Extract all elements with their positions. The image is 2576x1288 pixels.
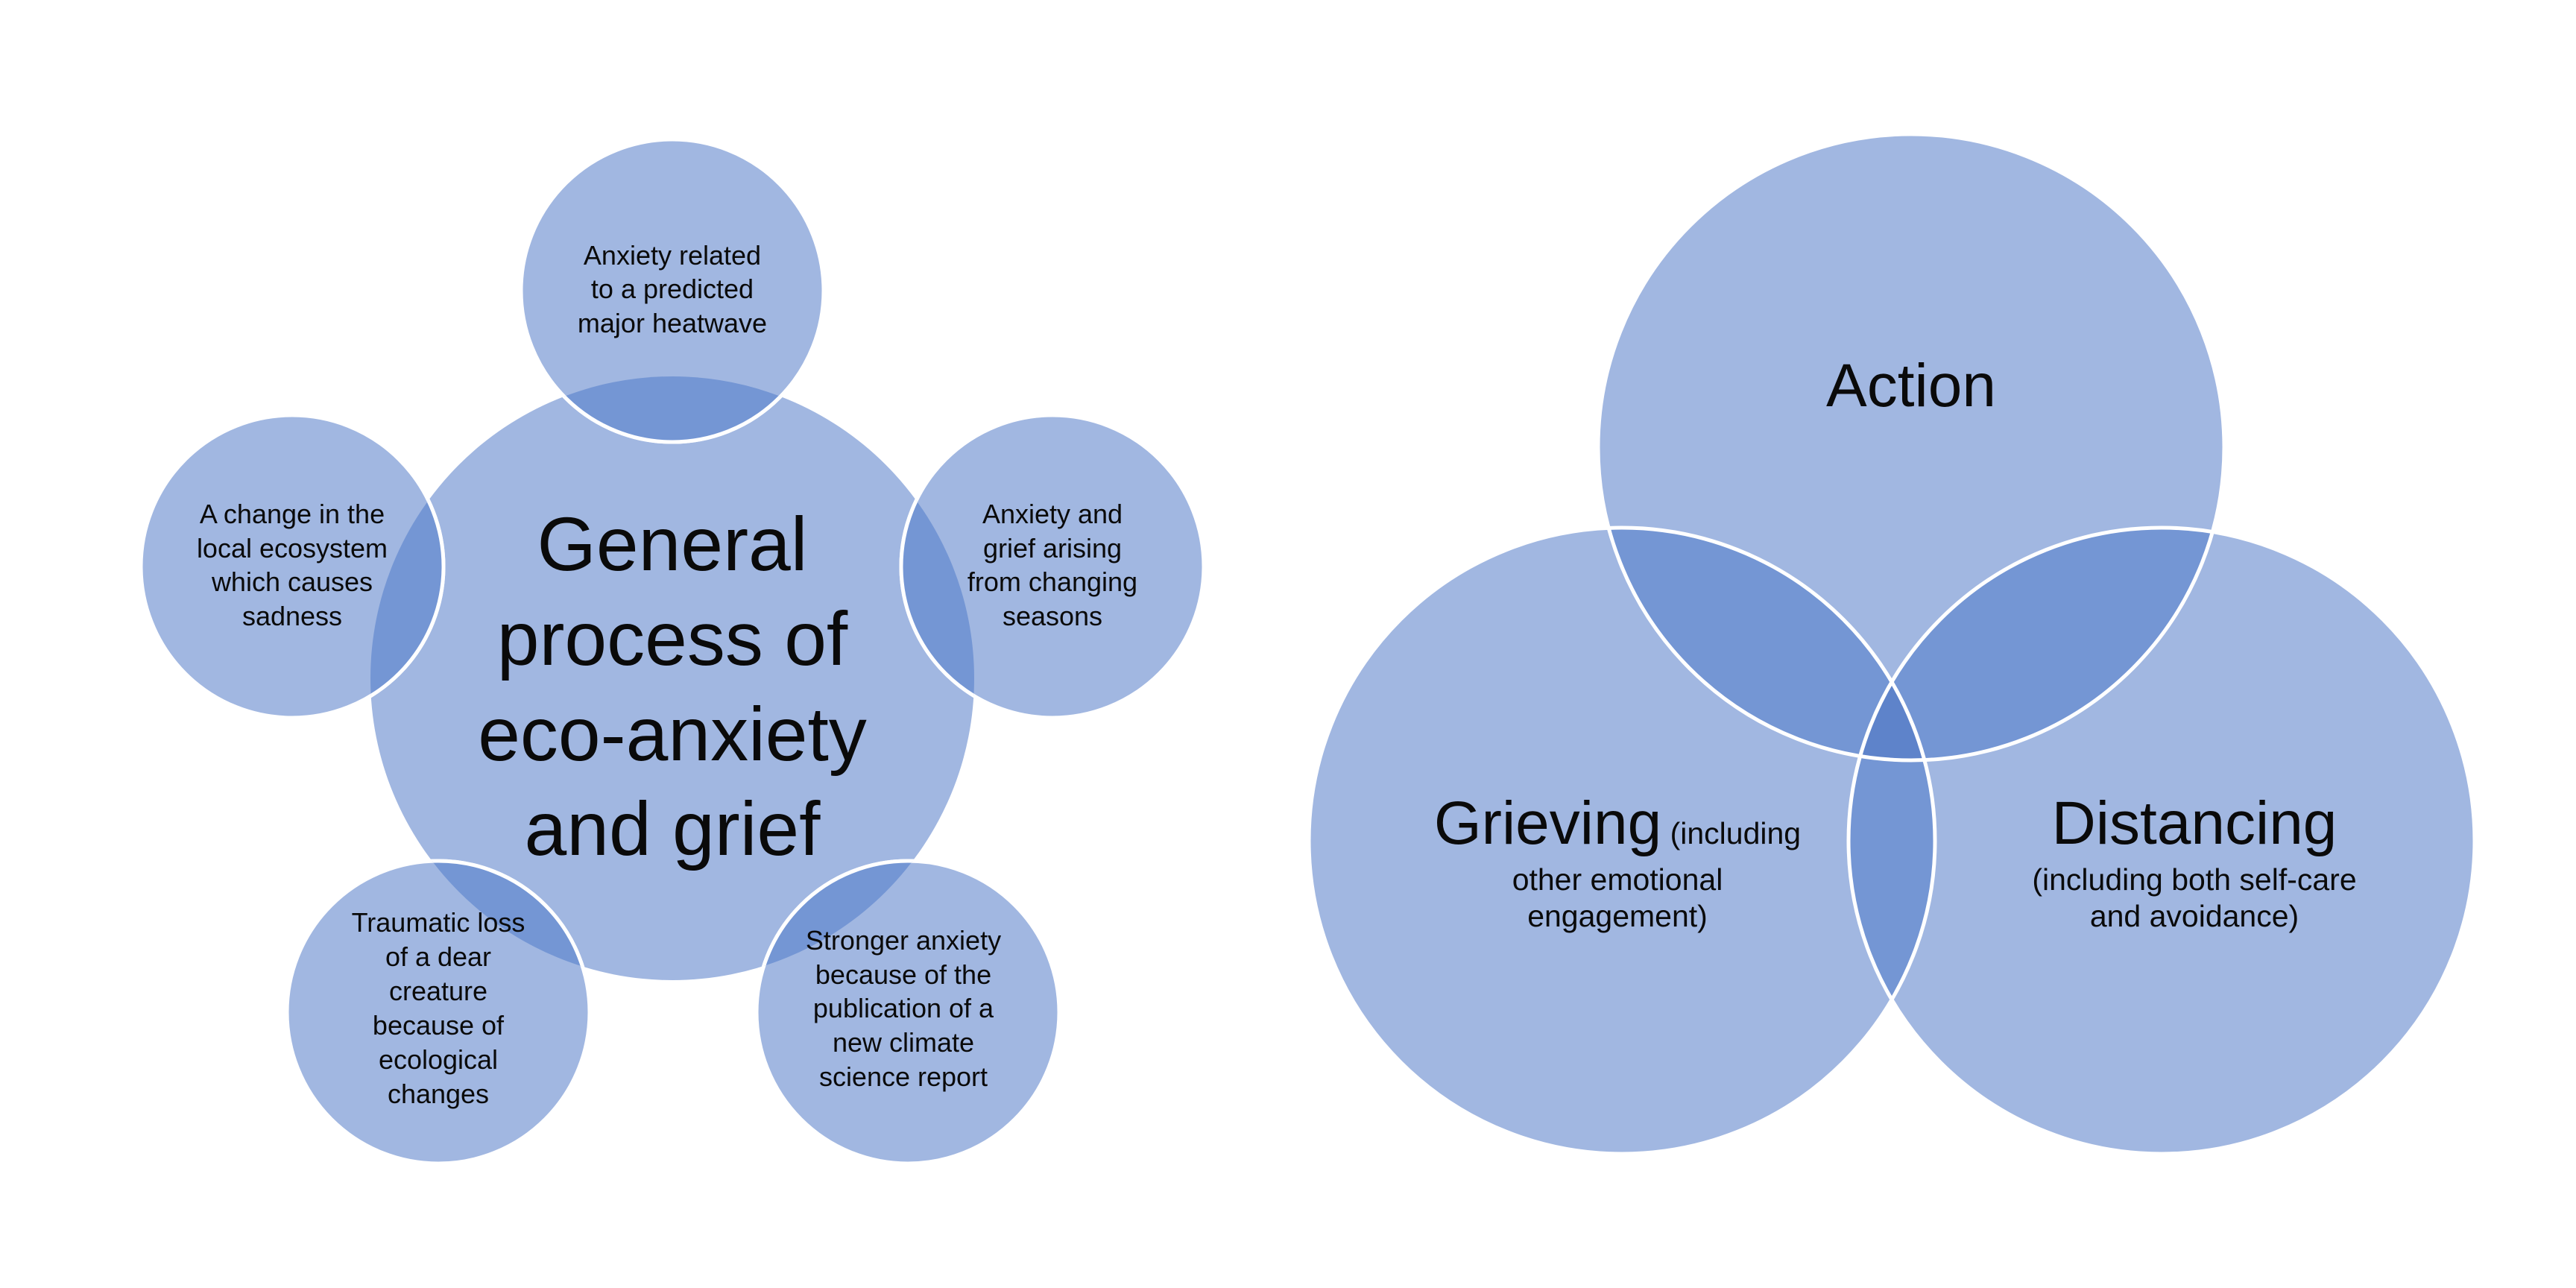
satellite-bottom-right-line-1: Stronger anxiety	[806, 925, 1001, 956]
venn-label-grieving: Grieving (including other emotional enga…	[1434, 789, 1801, 933]
grieving-title-line: Grieving (including	[1434, 789, 1801, 857]
satellite-right-line-4: seasons	[1003, 601, 1102, 631]
center-line-3: eco-anxiety	[478, 692, 867, 777]
cycle-diagram: General process of eco-anxiety and grief…	[139, 137, 1206, 1166]
satellite-label-bottom-left: Traumatic loss of a dear creature becaus…	[352, 907, 525, 1109]
center-label: General process of eco-anxiety and grief	[478, 502, 867, 871]
distancing-title: Distancing	[2052, 789, 2337, 857]
satellite-left-line-3: which causes	[211, 566, 373, 597]
overlap-top	[519, 376, 826, 444]
grieving-sub-line-2: engagement)	[1527, 899, 1708, 933]
satellite-top-line-1: Anxiety related	[584, 240, 761, 271]
satellite-right-line-3: from changing	[967, 566, 1137, 597]
venn-label-action: Action	[1826, 352, 1996, 420]
satellite-label-bottom-right: Stronger anxiety because of the publicat…	[806, 925, 1001, 1092]
grieving-sub-line-1: other emotional	[1512, 862, 1723, 897]
center-line-1: General	[537, 502, 808, 587]
satellite-bottom-right-line-4: new climate	[833, 1027, 974, 1058]
satellite-bottom-left-line-5: ecological	[379, 1044, 498, 1075]
venn-label-distancing: Distancing (including both self-care and…	[2032, 789, 2356, 933]
center-circle	[370, 376, 974, 980]
venn-diagram: Action Grieving (including other emotion…	[1307, 132, 2477, 1156]
satellite-bottom-right-line-3: publication of a	[813, 993, 994, 1023]
satellite-top-line-3: major heatwave	[578, 308, 767, 338]
distancing-sub-line-2: and avoidance)	[2090, 899, 2299, 933]
grieving-title-suffix: (including	[1661, 816, 1801, 850]
grieving-title: Grieving	[1434, 789, 1661, 857]
overlap-action-grieving	[1598, 528, 1935, 760]
venn-outline-action	[1596, 132, 2226, 763]
satellite-label-top: Anxiety related to a predicted major hea…	[578, 240, 767, 338]
satellite-right-line-2: grief arising	[983, 533, 1122, 564]
satellite-bottom-left-line-4: because of	[373, 1010, 505, 1041]
satellite-left-line-4: sadness	[242, 601, 342, 631]
overlap-left	[370, 413, 446, 720]
satellite-bottom-left-line-1: Traumatic loss	[352, 907, 525, 938]
center-line-4: and grief	[525, 786, 821, 871]
satellite-right-line-1: Anxiety and	[982, 499, 1123, 529]
satellite-left-line-1: A change in the	[200, 499, 385, 529]
overlap-right	[899, 413, 974, 720]
satellite-bottom-left-line-2: of a dear	[385, 941, 491, 972]
satellite-bottom-right-line-5: science report	[819, 1061, 988, 1092]
satellite-top-line-2: to a predicted	[591, 274, 754, 304]
satellite-label-right: Anxiety and grief arising from changing …	[967, 499, 1137, 631]
satellite-bottom-left-line-3: creature	[389, 976, 487, 1006]
satellite-label-left: A change in the local ecosystem which ca…	[197, 499, 388, 631]
center-line-2: process of	[497, 596, 848, 681]
satellite-bottom-right-line-2: because of the	[815, 959, 991, 990]
overlap-action-distancing	[1849, 528, 2224, 760]
satellite-left-line-2: local ecosystem	[197, 533, 388, 564]
satellite-bottom-left-line-6: changes	[388, 1079, 489, 1109]
overlap-action-pairs	[1598, 528, 2224, 760]
venn-outline-grieving	[1307, 525, 1937, 1156]
venn-outline-distancing	[1846, 525, 2477, 1156]
distancing-sub-line-1: (including both self-care	[2032, 862, 2356, 897]
